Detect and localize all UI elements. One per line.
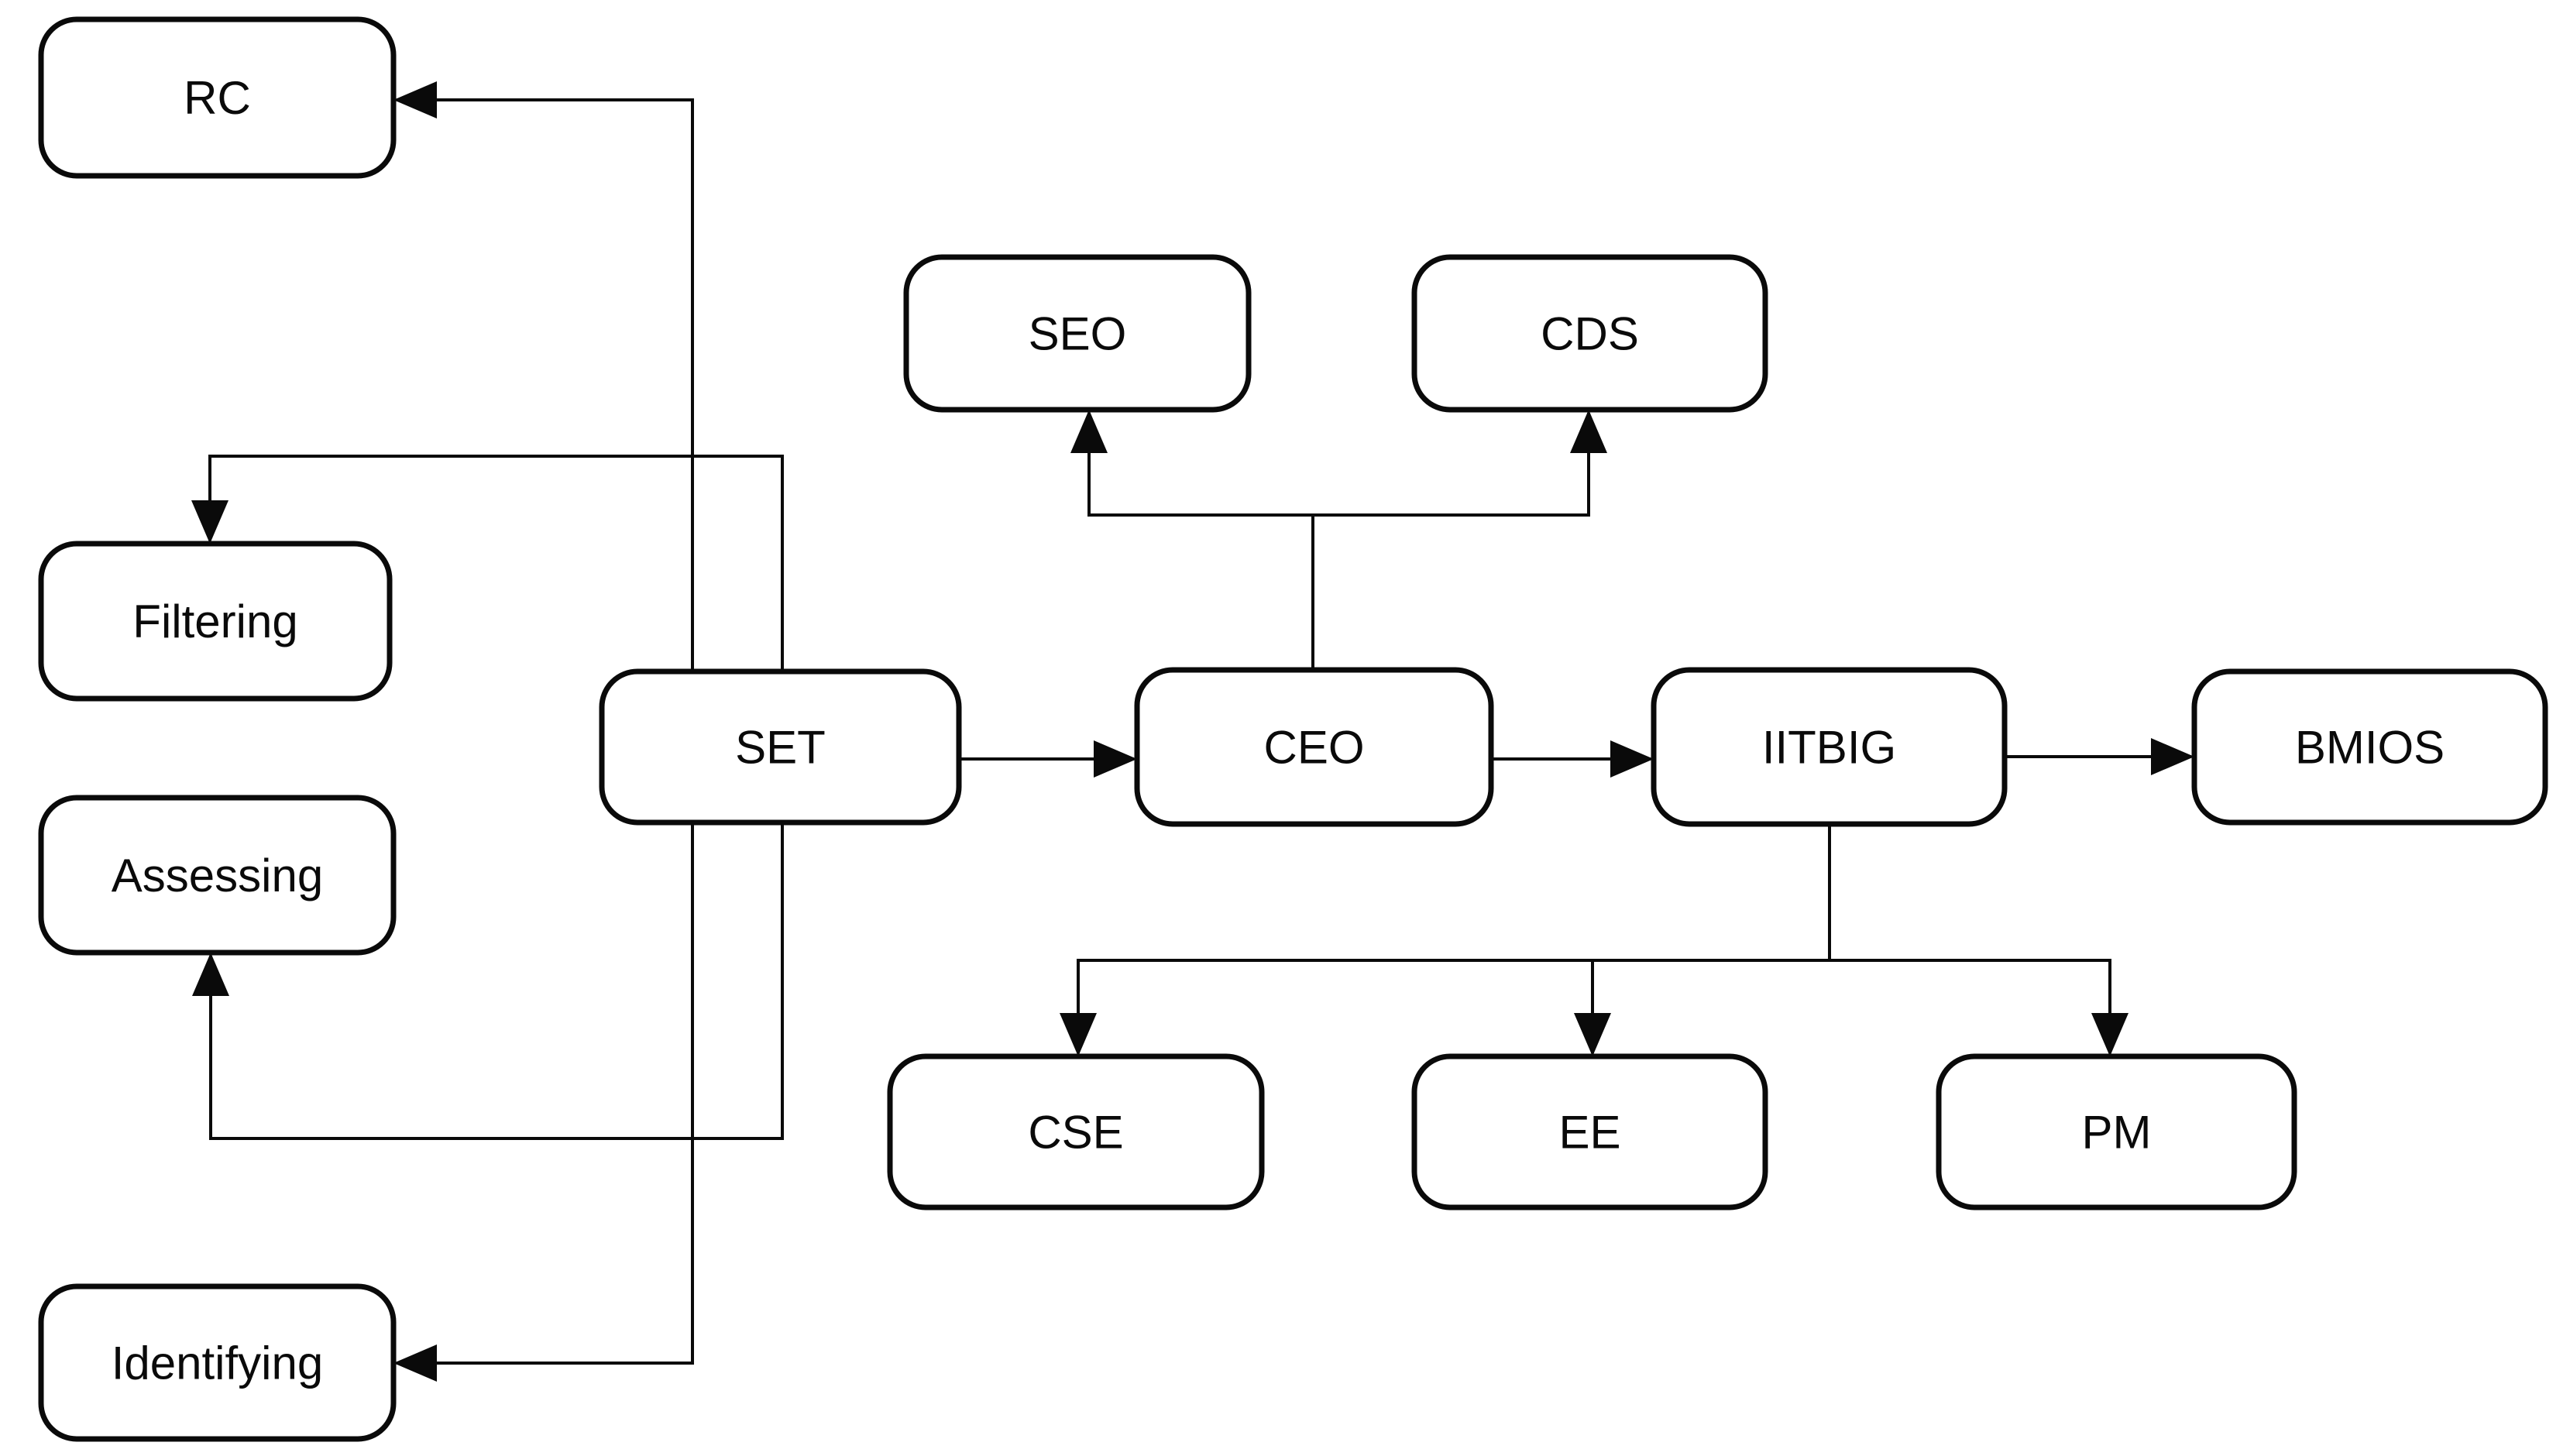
node-cse: CSE [887,1053,1265,1210]
node-assessing-label: Assessing [112,850,323,901]
edge-set-rc [393,81,694,671]
edge-iitbig-ee [1574,824,1831,1056]
node-ee: EE [1411,1053,1768,1210]
node-set-shape [599,668,962,826]
node-set: SET [599,668,962,826]
node-assessing: Assessing [38,795,397,956]
node-cds: CDS [1411,254,1768,413]
node-iitbig-shape [1651,667,2008,827]
node-rc: RC [38,16,397,179]
edge-ceo-cds [1311,410,1607,670]
node-ceo-shape [1134,667,1494,827]
node-seo-shape [903,254,1252,413]
node-identifying-shape [38,1283,397,1442]
edge-ceo-seo [1070,410,1314,670]
node-filtering-shape [38,541,393,702]
node-pm-shape [1936,1053,2297,1210]
node-cds-label: CDS [1541,308,1639,360]
node-cse-label: CSE [1028,1107,1123,1159]
node-bmios-shape [2191,668,2548,826]
node-bmios-label: BMIOS [2295,722,2445,774]
node-assessing-shape [38,795,397,956]
node-rc-shape [38,16,397,179]
node-ceo: CEO [1134,667,1494,827]
edge-set-assessing [192,822,784,1140]
node-ee-label: EE [1558,1107,1620,1159]
node-identifying: Identifying [38,1283,397,1442]
node-filtering: Filtering [38,541,393,702]
node-filtering-label: Filtering [132,596,297,647]
edge-set-identifying [393,822,694,1382]
node-set-label: SET [735,722,826,774]
node-rc-label: RC [184,72,251,124]
edge-iitbig-cse [1060,824,1831,1056]
node-ee-shape [1411,1053,1768,1210]
node-bmios: BMIOS [2191,668,2548,826]
edge-iitbig-pm [1828,824,2128,1056]
node-identifying-label: Identifying [112,1338,324,1389]
node-pm: PM [1936,1053,2297,1210]
node-pm-label: PM [2082,1107,2152,1159]
node-cds-shape [1411,254,1768,413]
node-seo-label: SEO [1029,308,1127,360]
node-cse-shape [887,1053,1265,1210]
node-ceo-label: CEO [1263,722,1364,774]
node-seo: SEO [903,254,1252,413]
node-iitbig-label: IITBIG [1762,722,1896,774]
edge-set-filtering [191,455,784,671]
node-iitbig: IITBIG [1651,667,2008,827]
